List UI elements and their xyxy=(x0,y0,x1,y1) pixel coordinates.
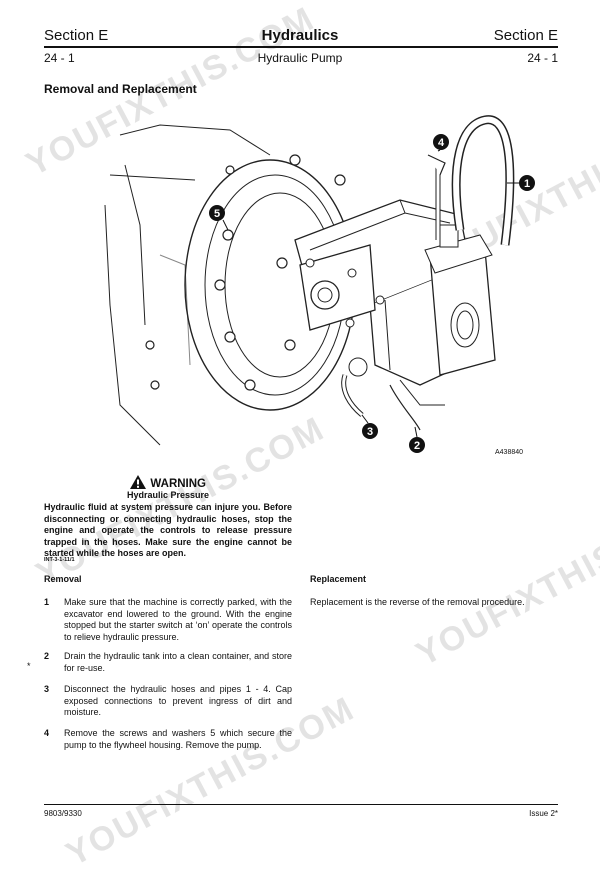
margin-mark: * xyxy=(27,661,31,671)
warning-icon xyxy=(129,475,146,494)
header-rule xyxy=(44,46,558,48)
footer-rule xyxy=(44,804,558,805)
replacement-heading: Replacement xyxy=(310,574,367,584)
step-text: Disconnect the hydraulic hoses and pipes… xyxy=(64,684,292,717)
svg-text:3: 3 xyxy=(367,426,373,438)
svg-text:5: 5 xyxy=(214,208,220,220)
svg-text:2: 2 xyxy=(414,440,420,452)
warning-subtitle: Hydraulic Pressure xyxy=(126,490,210,500)
step-number: 3 xyxy=(44,684,50,694)
page-number-left: 24 - 1 xyxy=(44,51,75,65)
warning-heading: WARNING xyxy=(44,474,292,494)
watermark: YOUFIXTHIS.COM xyxy=(410,489,600,674)
callout-4: 4 xyxy=(433,134,449,152)
warning-title: WARNING xyxy=(150,478,207,490)
removal-heading: Removal xyxy=(44,574,82,584)
page-subtitle: Hydraulic Pump xyxy=(257,51,343,65)
step-number: 2 xyxy=(44,651,50,661)
footer-doc-number: 9803/9330 xyxy=(44,809,82,818)
step-text: Remove the screws and washers 5 which se… xyxy=(64,728,292,750)
callout-5: 5 xyxy=(209,205,229,231)
step-number: 1 xyxy=(44,597,50,607)
section-heading: Removal and Replacement xyxy=(44,82,197,96)
callout-2: 2 xyxy=(409,426,425,453)
page-number-right: 24 - 1 xyxy=(527,51,558,65)
warning-code: INT-3-1-11/1 xyxy=(44,557,75,563)
page-title: Hydraulics xyxy=(261,27,339,44)
figure-reference: A438840 xyxy=(495,449,523,456)
step-text: Make sure that the machine is correctly … xyxy=(64,597,292,642)
callout-3: 3 xyxy=(361,414,378,439)
step-text: Drain the hydraulic tank into a clean co… xyxy=(64,651,292,673)
section-label-left: Section E xyxy=(44,27,109,44)
warning-body: Hydraulic fluid at system pressure can i… xyxy=(44,502,292,558)
footer-issue: Issue 2* xyxy=(529,809,558,818)
step-number: 4 xyxy=(44,728,50,738)
section-label-right: Section E xyxy=(493,27,558,44)
hydraulic-pump-figure: 1 2 3 4 5 A438840 xyxy=(104,115,535,456)
replacement-text: Replacement is the reverse of the remova… xyxy=(310,597,525,607)
svg-text:1: 1 xyxy=(524,178,530,190)
svg-text:4: 4 xyxy=(438,137,445,149)
callout-1: 1 xyxy=(507,175,535,191)
